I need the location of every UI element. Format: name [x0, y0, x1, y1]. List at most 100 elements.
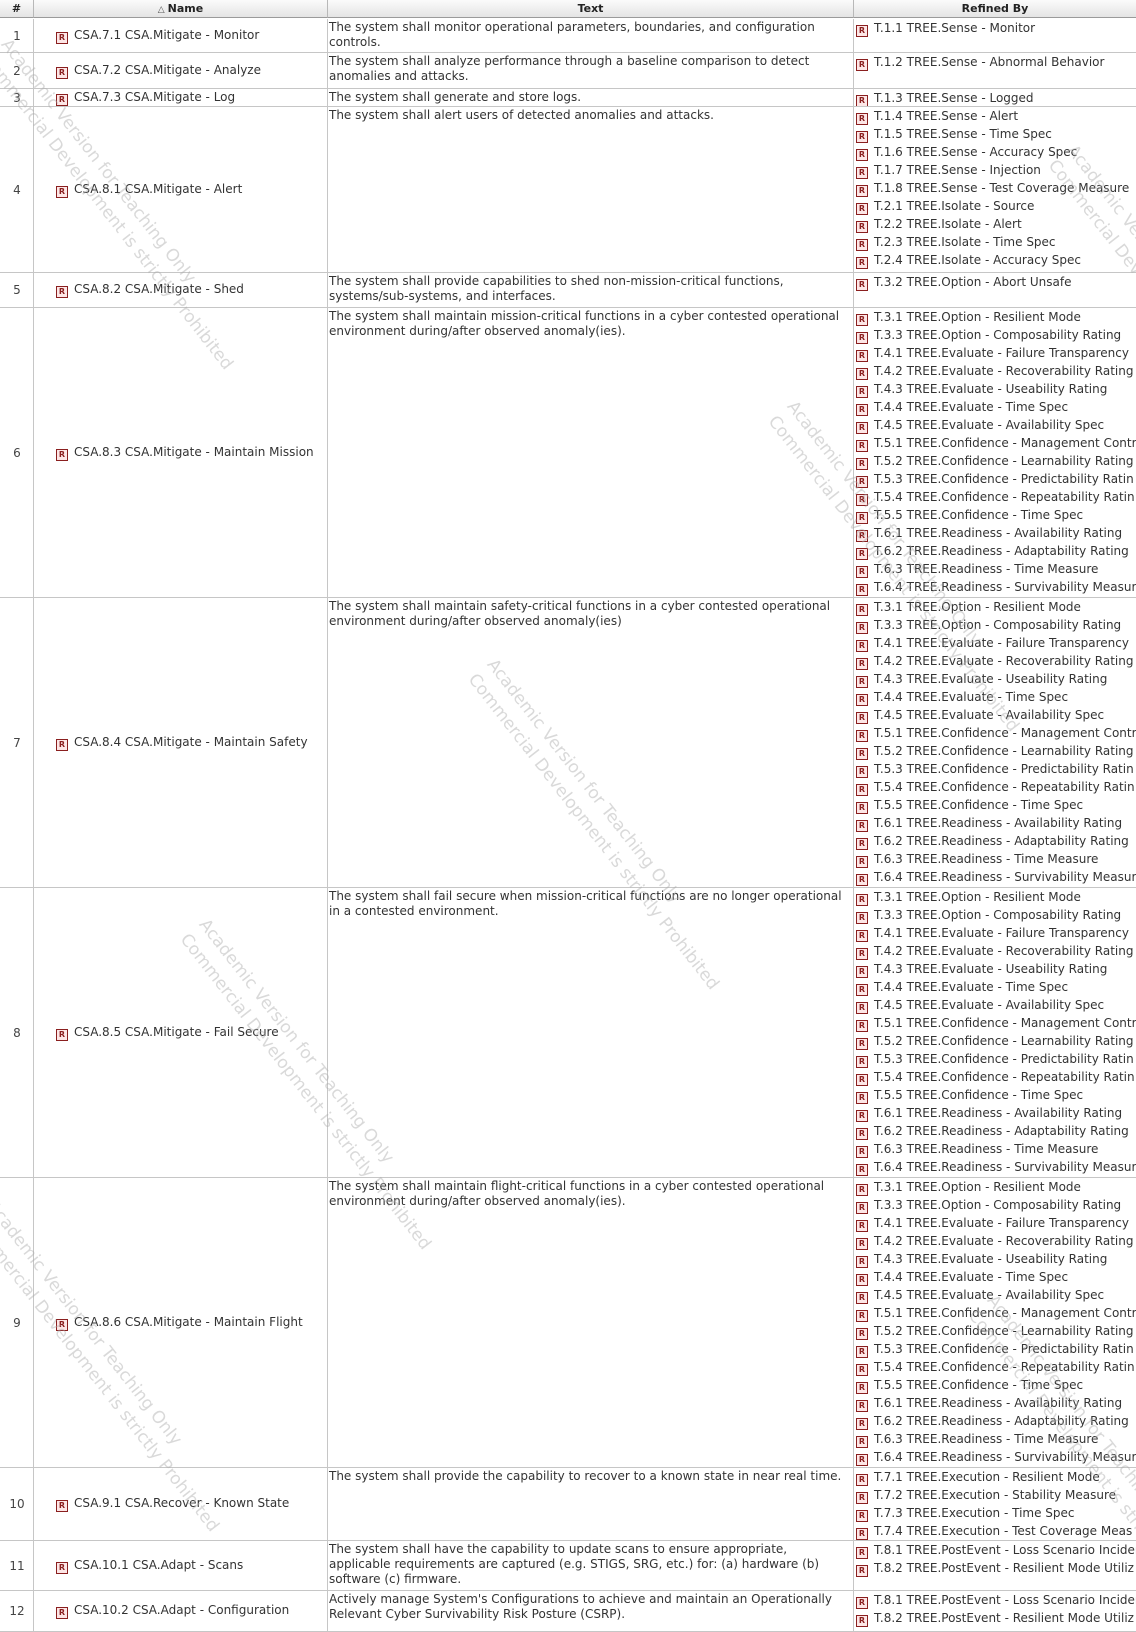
requirement-text-cell[interactable]: The system shall have the capability to …: [328, 1541, 854, 1590]
column-header-text[interactable]: Text: [328, 0, 854, 18]
requirement-text-cell[interactable]: The system shall generate and store logs…: [328, 89, 854, 106]
requirement-text-cell[interactable]: The system shall analyze performance thr…: [328, 53, 854, 88]
requirement-text-cell[interactable]: The system shall maintain flight-critica…: [328, 1178, 854, 1467]
requirement-text-cell[interactable]: The system shall maintain mission-critic…: [328, 308, 854, 597]
column-header-number[interactable]: #: [0, 0, 34, 18]
requirement-text-cell[interactable]: The system shall provide capabilities to…: [328, 273, 854, 307]
requirement-text-cell[interactable]: The system shall monitor operational par…: [328, 19, 854, 52]
